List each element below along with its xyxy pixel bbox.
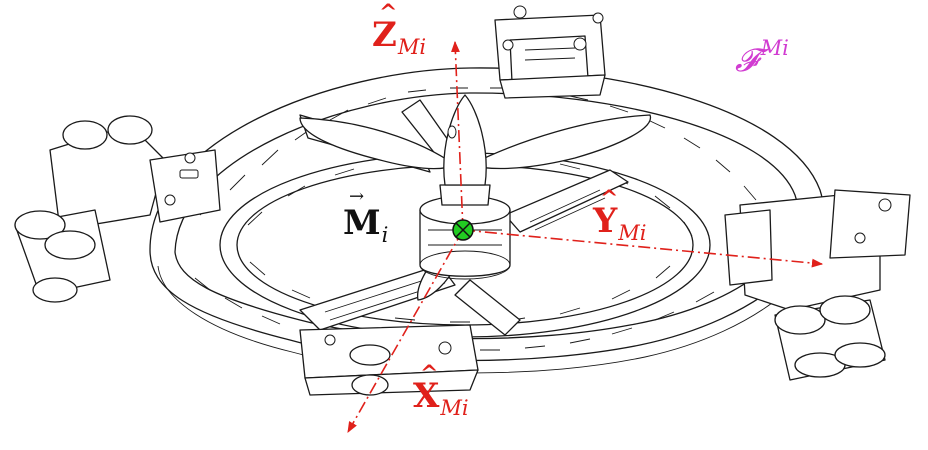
top-module bbox=[494, 5, 606, 99]
motor bbox=[419, 94, 511, 280]
bottom-mount bbox=[299, 324, 479, 396]
origin-marker bbox=[452, 219, 474, 241]
left-wheel-module bbox=[14, 115, 221, 303]
right-wheel-module bbox=[724, 189, 911, 381]
x-axis-line bbox=[347, 229, 464, 433]
x-axis bbox=[347, 229, 464, 433]
origin-label: →Mi bbox=[343, 186, 389, 247]
z-axis-line bbox=[450, 40, 464, 231]
z-axis-label: ^ZMi bbox=[372, 0, 427, 59]
x-axis-label: ^XMi bbox=[413, 361, 469, 420]
y-axis bbox=[462, 229, 824, 268]
y-axis-line bbox=[462, 229, 824, 268]
z-axis bbox=[450, 40, 464, 231]
frame-label: 𝓕Mi bbox=[735, 36, 789, 79]
y-axis-label: ^YMi bbox=[593, 186, 647, 245]
